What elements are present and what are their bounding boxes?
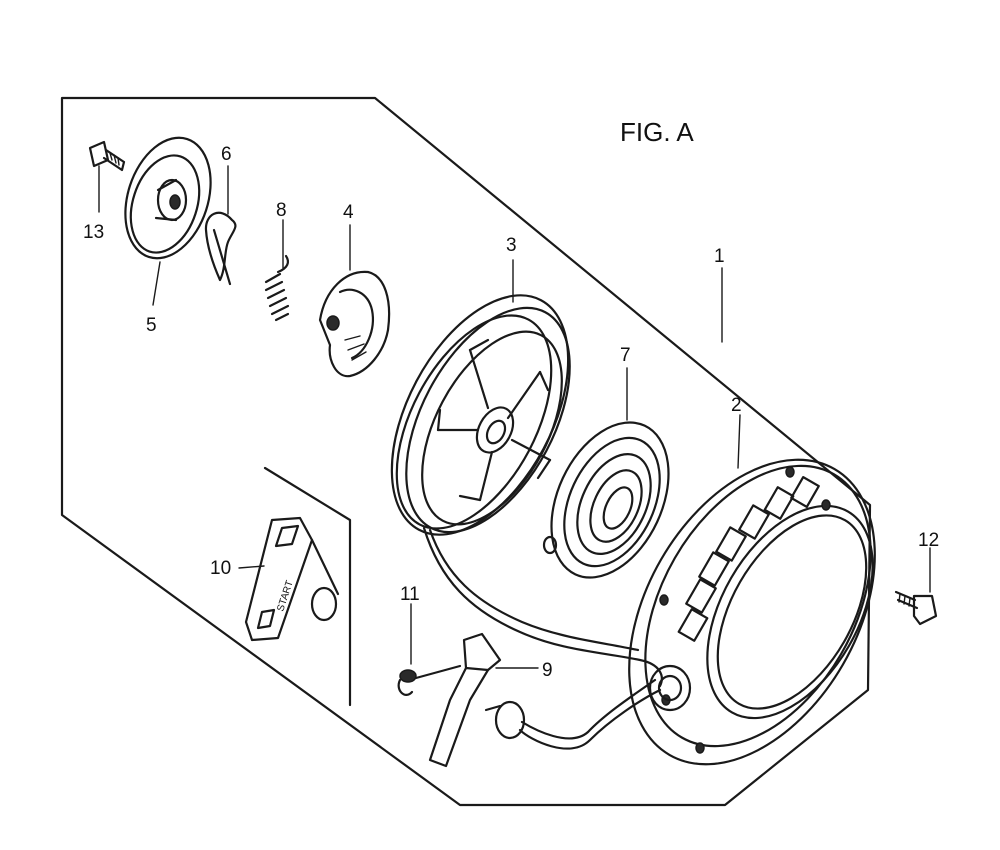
start-handle-part-10: START bbox=[244, 516, 340, 642]
clip-part-6 bbox=[204, 211, 237, 286]
callout-12: 12 bbox=[918, 530, 939, 551]
figure-title: FIG. A bbox=[620, 117, 694, 147]
callout-10: 10 bbox=[210, 558, 231, 579]
rope-knot-part-11 bbox=[397, 664, 462, 696]
pulley-plate-part-5 bbox=[124, 136, 212, 260]
callout-5: 5 bbox=[146, 315, 157, 336]
callout-3: 3 bbox=[506, 235, 517, 256]
bolt-part-13 bbox=[88, 140, 126, 172]
callout-8: 8 bbox=[276, 200, 287, 221]
callout-4: 4 bbox=[343, 202, 354, 223]
callout-9: 9 bbox=[542, 660, 553, 681]
leader-lines bbox=[98, 165, 931, 669]
callout-2: 2 bbox=[731, 395, 742, 416]
case-slots bbox=[677, 476, 820, 642]
reel-part-3 bbox=[390, 294, 571, 536]
assembly-outline bbox=[60, 96, 872, 807]
callout-7: 7 bbox=[620, 345, 631, 366]
callout-labels: 1 2 3 4 5 6 7 8 9 10 11 12 13 bbox=[83, 144, 939, 681]
callout-6: 6 bbox=[221, 144, 232, 165]
handle-subgroup-outline bbox=[263, 466, 352, 707]
spring-part-8 bbox=[264, 254, 290, 322]
starter-case-part-2 bbox=[628, 458, 876, 766]
callout-1: 1 bbox=[714, 246, 725, 267]
callout-11: 11 bbox=[400, 584, 420, 605]
ratchet-part-4 bbox=[318, 270, 391, 378]
starter-grip-part-9 bbox=[428, 632, 526, 768]
recoil-spring-part-7 bbox=[542, 421, 670, 579]
bolt-part-12 bbox=[894, 590, 938, 626]
callout-13: 13 bbox=[83, 222, 104, 243]
starter-rope bbox=[422, 526, 663, 750]
